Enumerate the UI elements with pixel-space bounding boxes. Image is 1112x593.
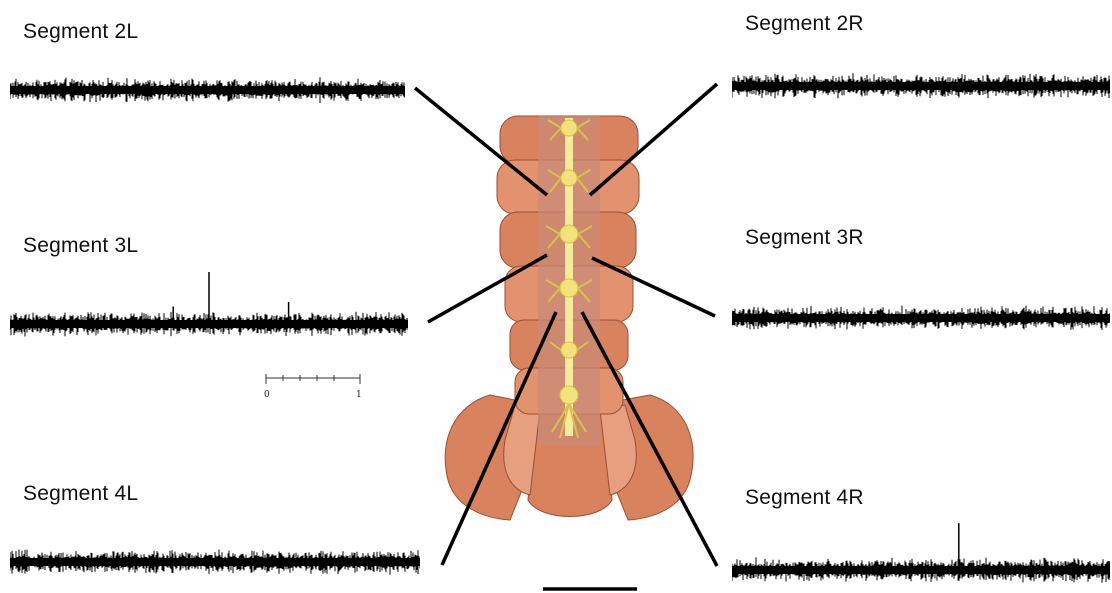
crayfish-abdomen-illustration [445,116,693,520]
scale-tick-0: 0 [264,390,270,400]
scale-tick-1: 1 [356,390,362,400]
time-scale-ruler: 0 1 [264,374,362,400]
